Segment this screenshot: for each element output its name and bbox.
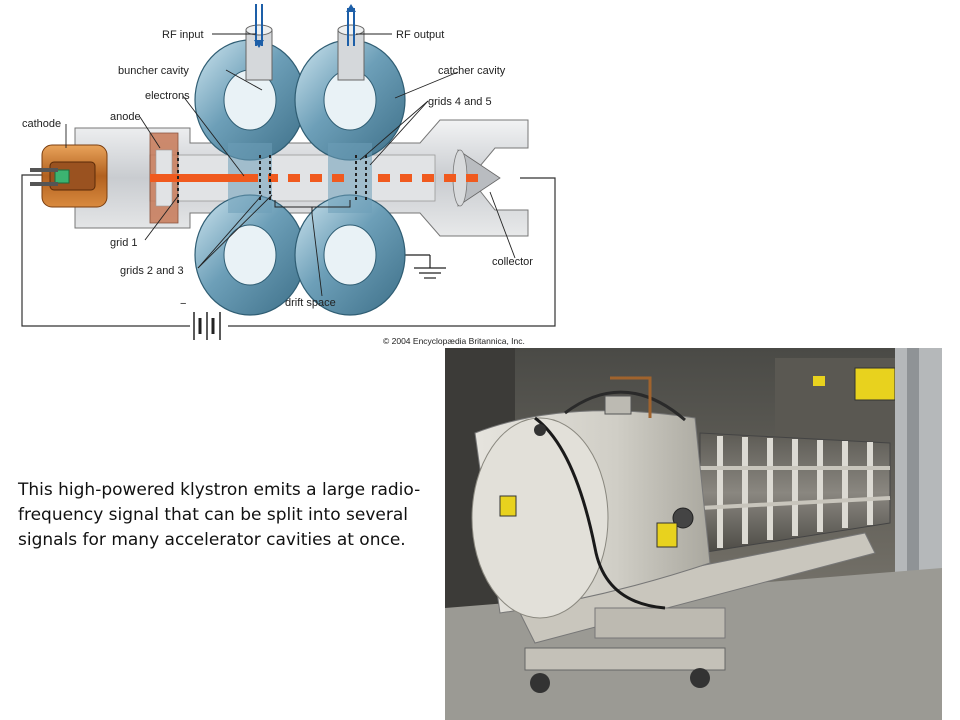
label-anode: anode bbox=[110, 111, 141, 123]
battery-minus-label: − bbox=[180, 298, 186, 310]
leader-lines bbox=[65, 33, 516, 297]
grids bbox=[177, 152, 367, 204]
label-grid-1: grid 1 bbox=[110, 237, 138, 249]
label-catcher-cavity: catcher cavity bbox=[438, 65, 506, 77]
catcher-cavity bbox=[294, 39, 406, 316]
label-electrons: electrons bbox=[145, 90, 190, 102]
label-rf-input: RF input bbox=[162, 29, 204, 41]
circuit-wire bbox=[21, 174, 556, 327]
copyright-text: © 2004 Encyclopædia Britannica, Inc. bbox=[383, 336, 525, 346]
label-grids-4-5: grids 4 and 5 bbox=[428, 96, 492, 108]
buncher-cavity bbox=[194, 39, 306, 316]
caption-text: This high-powered klystron emits a large… bbox=[18, 480, 421, 550]
klystron-diagram: − + bbox=[21, 4, 556, 346]
electron-beam bbox=[150, 174, 478, 182]
cathode bbox=[30, 144, 108, 208]
label-cathode: cathode bbox=[22, 118, 61, 130]
rf-output-pipe bbox=[337, 4, 365, 81]
label-buncher-cavity: buncher cavity bbox=[118, 65, 189, 77]
rf-input-pipe bbox=[245, 4, 273, 81]
ground-icon bbox=[385, 254, 446, 279]
battery-icon bbox=[193, 312, 221, 340]
drift-space-bracket bbox=[274, 200, 351, 214]
label-rf-output: RF output bbox=[396, 29, 444, 41]
klystron-photo bbox=[445, 348, 942, 720]
label-collector: collector bbox=[492, 256, 533, 268]
label-grids-2-3: grids 2 and 3 bbox=[120, 265, 184, 277]
label-drift-space: drift space bbox=[285, 297, 336, 309]
